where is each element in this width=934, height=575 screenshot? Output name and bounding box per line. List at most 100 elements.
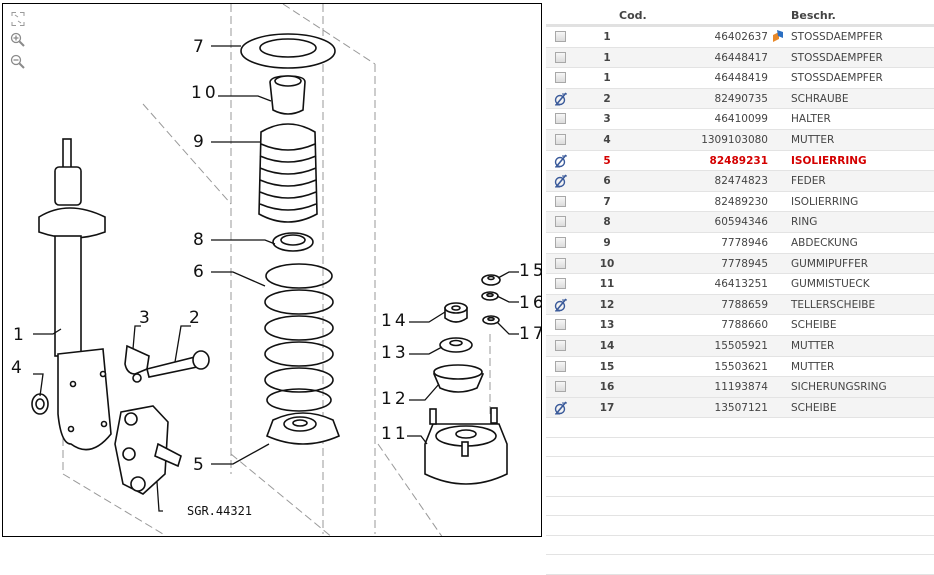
part-3-bracket[interactable]: [124, 344, 150, 383]
part-13-washer[interactable]: [439, 337, 473, 353]
part-description[interactable]: SCHEIBE: [791, 401, 837, 414]
callout-3[interactable]: 3: [139, 308, 153, 328]
part-code[interactable]: 46410099: [714, 113, 768, 126]
zoom-out-icon[interactable]: [10, 54, 26, 70]
part-code[interactable]: 15503621: [714, 360, 768, 373]
edit-note-icon[interactable]: [553, 297, 569, 313]
row-checkbox[interactable]: [555, 51, 566, 63]
column-header-cod[interactable]: Cod.: [619, 9, 647, 22]
part-description[interactable]: SCHRAUBE: [791, 92, 849, 105]
part-code[interactable]: 46413251: [714, 278, 768, 291]
part-description[interactable]: SICHERUNGSRING: [791, 381, 887, 394]
part-code[interactable]: 15505921: [714, 339, 768, 352]
part-10-rubber-buffer[interactable]: [269, 75, 306, 115]
part-code[interactable]: 82490735: [714, 92, 768, 105]
callout-13[interactable]: 13: [381, 343, 409, 363]
callout-9[interactable]: 9: [193, 132, 207, 152]
zoom-in-icon[interactable]: [10, 32, 26, 48]
part-4-nut[interactable]: [31, 393, 49, 415]
part-code[interactable]: 1309103080: [701, 133, 768, 146]
part-description[interactable]: RING: [791, 216, 818, 229]
part-description[interactable]: SCHEIBE: [791, 319, 837, 332]
edit-note-icon[interactable]: [553, 91, 569, 107]
callout-7[interactable]: 7: [193, 37, 207, 57]
part-description[interactable]: STOSSDAEMPFER: [791, 51, 883, 64]
part-description[interactable]: HALTER: [791, 113, 831, 126]
part-1-shock-absorber[interactable]: [38, 138, 112, 451]
part-14-nut[interactable]: [444, 302, 468, 323]
callout-10[interactable]: 10: [191, 83, 219, 103]
row-checkbox[interactable]: [555, 278, 566, 290]
row-checkbox[interactable]: [555, 319, 566, 331]
part-description[interactable]: ABDECKUNG: [791, 236, 858, 249]
part-8-ring[interactable]: [272, 232, 314, 252]
exploded-parts-diagram[interactable]: 7 10 9 8 6 5 1 4 3 2 14 13 12 11 15 16 1…: [3, 4, 542, 537]
part-9-dust-cover[interactable]: [258, 123, 318, 223]
part-description[interactable]: FEDER: [791, 175, 826, 188]
edit-note-icon[interactable]: [553, 400, 569, 416]
callout-15[interactable]: 15: [519, 261, 542, 281]
part-description[interactable]: MUTTER: [791, 339, 835, 352]
row-checkbox[interactable]: [555, 216, 566, 228]
column-header-beschr[interactable]: Beschr.: [791, 9, 836, 22]
part-2-bolt[interactable]: [146, 350, 210, 378]
part-16-lock-ring[interactable]: [481, 291, 499, 301]
part-code[interactable]: 46448417: [714, 51, 768, 64]
part-11-top-mount[interactable]: [424, 407, 508, 485]
part-code[interactable]: 82474823: [714, 175, 768, 188]
row-checkbox[interactable]: [555, 113, 566, 125]
callout-17[interactable]: 17: [519, 324, 542, 344]
part-description[interactable]: MUTTER: [791, 133, 835, 146]
edit-note-icon[interactable]: [553, 173, 569, 189]
row-checkbox[interactable]: [555, 257, 566, 269]
fit-to-window-icon[interactable]: [10, 11, 26, 27]
callout-14[interactable]: 14: [381, 311, 409, 331]
part-description[interactable]: STOSSDAEMPFER: [791, 72, 883, 85]
steering-knuckle-reference[interactable]: [114, 405, 182, 495]
part-7-spring-seat[interactable]: [240, 33, 336, 69]
row-checkbox[interactable]: [555, 236, 566, 248]
part-code[interactable]: 7788660: [721, 319, 768, 332]
part-code[interactable]: 46402637: [714, 31, 768, 43]
part-description[interactable]: MUTTER: [791, 360, 835, 373]
callout-1[interactable]: 1: [13, 325, 27, 345]
callout-8[interactable]: 8: [193, 230, 207, 250]
part-description[interactable]: GUMMIPUFFER: [791, 257, 869, 270]
part-6-coil-spring[interactable]: [264, 263, 334, 412]
part-description[interactable]: ISOLIERRING: [791, 154, 867, 167]
part-code[interactable]: 7778945: [721, 257, 768, 270]
row-checkbox[interactable]: [555, 72, 566, 84]
exploded-diagram-panel[interactable]: 7 10 9 8 6 5 1 4 3 2 14 13 12 11 15 16 1…: [2, 3, 542, 537]
callout-12[interactable]: 12: [381, 389, 409, 409]
row-checkbox[interactable]: [555, 381, 566, 393]
callout-2[interactable]: 2: [189, 308, 203, 328]
part-description[interactable]: ISOLIERRING: [791, 195, 859, 208]
edit-note-icon[interactable]: [553, 153, 569, 169]
part-description[interactable]: STOSSDAEMPFER: [791, 31, 883, 43]
part-code[interactable]: 13507121: [714, 401, 768, 414]
part-12-cup-washer[interactable]: [432, 364, 485, 393]
row-checkbox[interactable]: [555, 31, 566, 42]
part-description[interactable]: TELLERSCHEIBE: [791, 298, 876, 311]
part-code[interactable]: 82489231: [709, 154, 768, 167]
callout-5[interactable]: 5: [193, 455, 207, 475]
row-checkbox[interactable]: [555, 360, 566, 372]
row-checkbox[interactable]: [555, 339, 566, 351]
part-17-washer[interactable]: [482, 315, 500, 325]
part-code[interactable]: 11193874: [714, 381, 768, 394]
